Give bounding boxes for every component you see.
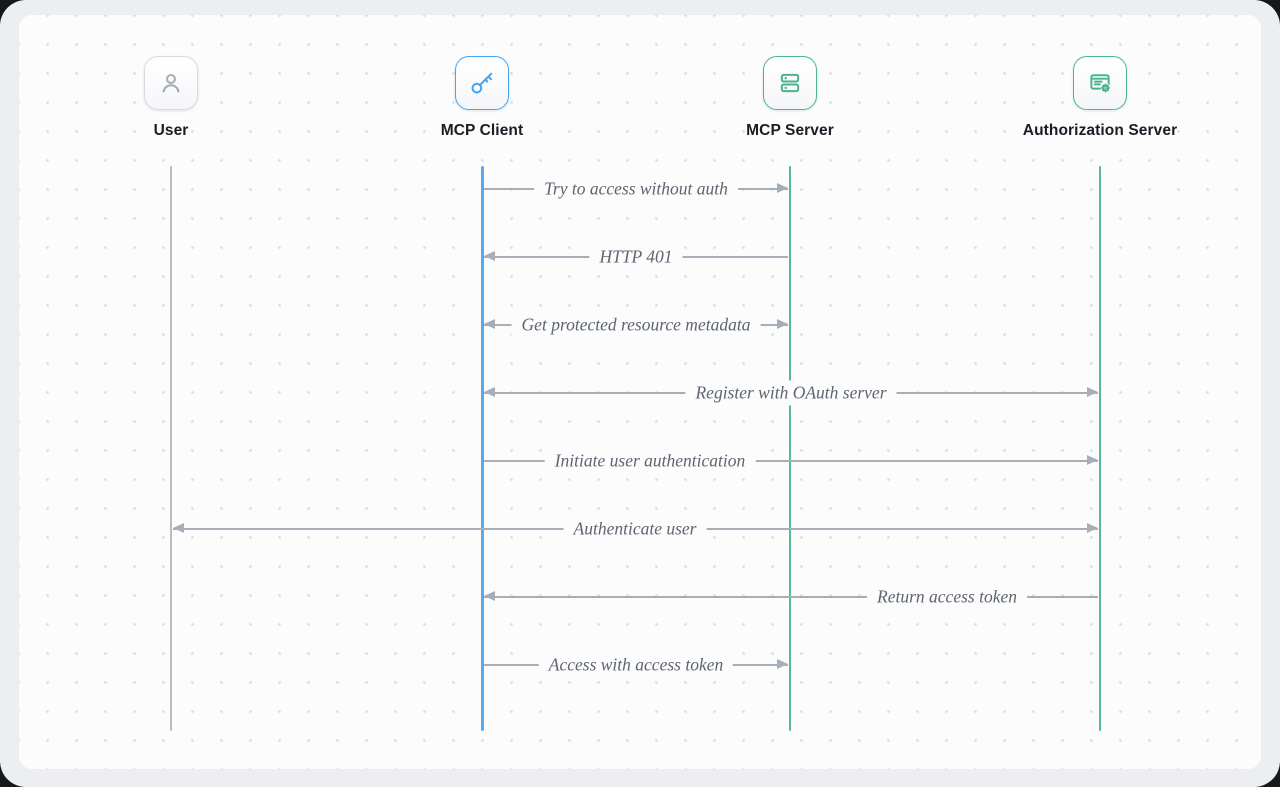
arrowhead-left bbox=[484, 387, 495, 397]
message-label: Get protected resource metadata bbox=[511, 312, 761, 338]
message-label: HTTP 401 bbox=[589, 244, 683, 270]
message-line bbox=[484, 460, 1098, 462]
actor-label: MCP Server bbox=[746, 122, 834, 139]
message-label: Access with access token bbox=[538, 652, 734, 678]
arrowhead-left bbox=[484, 591, 495, 601]
message-line bbox=[484, 596, 1098, 598]
actor-label: User bbox=[153, 122, 189, 139]
actor-icon-box bbox=[144, 56, 198, 110]
message-label: Return access token bbox=[867, 584, 1027, 610]
arrowhead-right bbox=[1087, 455, 1098, 465]
message-label: Register with OAuth server bbox=[685, 380, 897, 406]
arrowhead-right bbox=[777, 183, 788, 193]
lifeline bbox=[1099, 166, 1101, 731]
lifeline bbox=[789, 166, 791, 731]
actor-icon-box bbox=[1073, 56, 1127, 110]
actor-label: MCP Client bbox=[440, 122, 524, 139]
actor-icon-box bbox=[455, 56, 509, 110]
user-icon bbox=[162, 74, 180, 93]
arrowhead-right bbox=[1087, 387, 1098, 397]
actor-label: Authorization Server bbox=[1022, 122, 1178, 139]
arrowhead-left bbox=[173, 523, 184, 533]
message-label: Initiate user authentication bbox=[544, 448, 756, 474]
message-label: Authenticate user bbox=[563, 516, 707, 542]
lifeline bbox=[480, 166, 484, 731]
arrowhead-right bbox=[1087, 523, 1098, 533]
actor-icon-box bbox=[763, 56, 817, 110]
server-icon bbox=[780, 73, 800, 93]
message-label: Try to access without auth bbox=[534, 176, 738, 202]
arrowhead-left bbox=[484, 319, 495, 329]
lifeline bbox=[170, 166, 172, 731]
arrowhead-left bbox=[484, 251, 495, 261]
arrowhead-right bbox=[777, 319, 788, 329]
arrowhead-right bbox=[777, 659, 788, 669]
auth-server-icon bbox=[1090, 74, 1111, 93]
key-icon bbox=[471, 72, 493, 94]
